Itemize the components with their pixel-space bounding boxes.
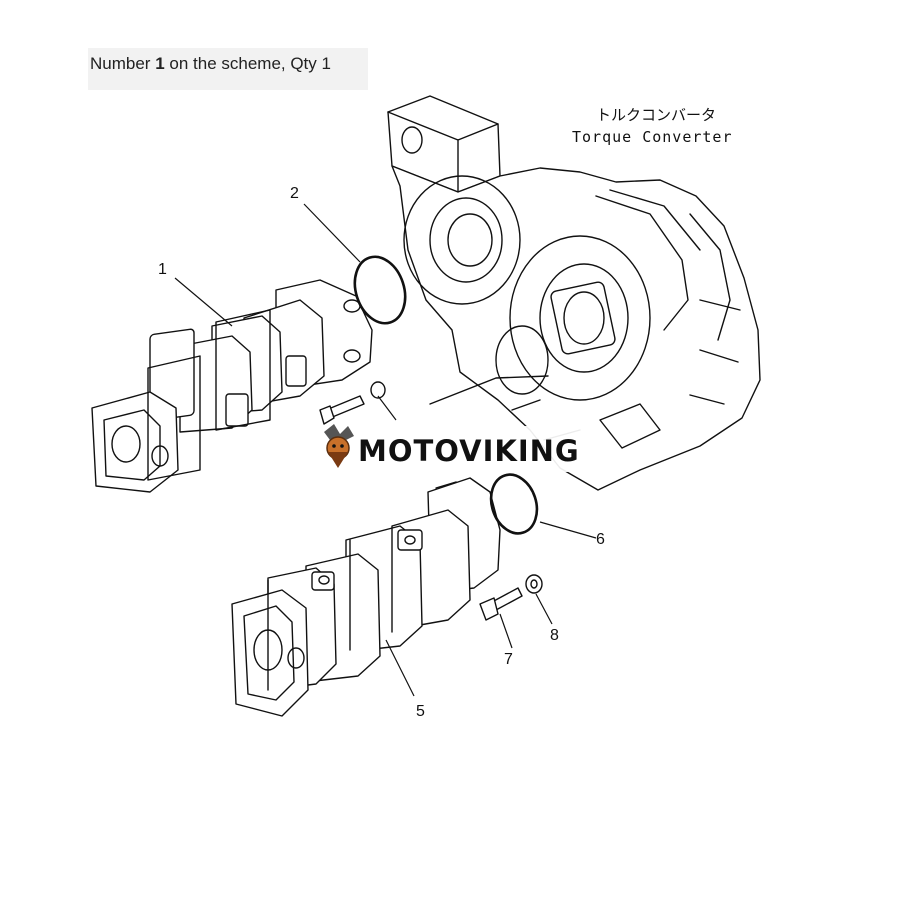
caption-part-number: 1 (155, 54, 165, 73)
viking-mascot-icon (324, 424, 354, 468)
label-torque-converter: Torque Converter (572, 128, 733, 146)
callout-7: 7 (504, 651, 513, 668)
caption-prefix: Number (90, 54, 156, 73)
leader-lines (174, 203, 597, 697)
hydraulic-pump-1 (91, 279, 373, 493)
caption-bar (88, 48, 368, 90)
torque-converter-housing (387, 95, 761, 491)
hydraulic-pump-5 (231, 477, 501, 717)
bolt-7 (479, 587, 523, 621)
callout-5: 5 (416, 703, 425, 720)
part-caption: Number 1 on the scheme, Qty 1 (90, 54, 331, 74)
callout-1: 1 (158, 261, 167, 278)
washer-8 (525, 574, 543, 594)
label-japanese: トルクコンバータ (596, 106, 716, 124)
motoviking-watermark: MOTOVIKING (312, 424, 588, 472)
o-ring-2 (353, 255, 407, 325)
callout-2: 2 (290, 185, 299, 202)
callout-6: 6 (596, 531, 605, 548)
watermark-text: MOTOVIKING (358, 434, 580, 468)
bolt-upper (319, 381, 386, 425)
caption-suffix: on the scheme, Qty 1 (164, 54, 331, 73)
o-ring-6 (489, 473, 539, 535)
callout-8: 8 (550, 627, 559, 644)
